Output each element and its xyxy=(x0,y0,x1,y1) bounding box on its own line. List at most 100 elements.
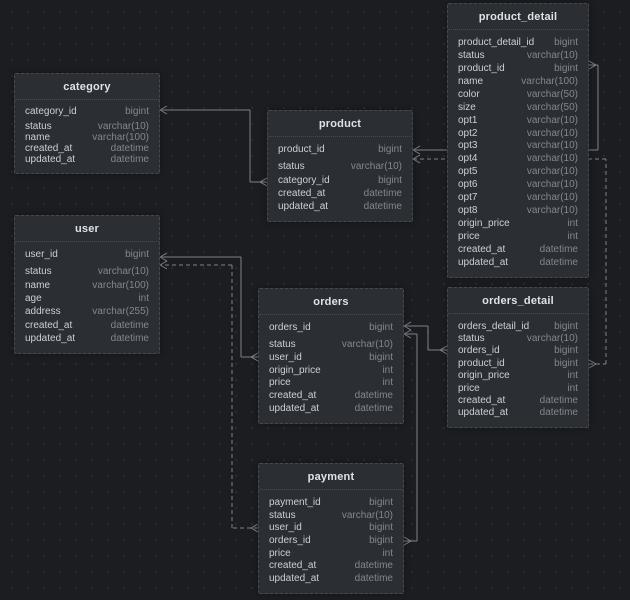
field-type: varchar(10) xyxy=(526,179,578,191)
field-type: int xyxy=(382,377,393,389)
table-header[interactable]: payment xyxy=(259,464,403,490)
field-type: datetime xyxy=(110,332,149,344)
field-type: int xyxy=(138,292,149,304)
field-name: opt4 xyxy=(458,153,478,165)
relationship-payment-user_id-to-user-user_id[interactable] xyxy=(159,260,259,533)
table-header[interactable]: category xyxy=(15,74,159,100)
field-name: user_id xyxy=(25,249,58,261)
relationship-product-category_id-to-category-category_id[interactable] xyxy=(159,105,268,187)
table-header[interactable]: orders_detail xyxy=(448,288,588,314)
field-name: opt8 xyxy=(458,205,478,217)
field-name: created_at xyxy=(278,187,326,199)
field-type: datetime xyxy=(354,403,393,415)
table-header[interactable]: product_detail xyxy=(448,4,588,30)
relationship-orders_detail-product_id-to-product-product_id[interactable] xyxy=(412,154,607,369)
field-type: varchar(10) xyxy=(526,192,578,204)
field-type: bigint xyxy=(369,496,393,508)
field-type: bigint xyxy=(554,320,578,332)
field-name: name xyxy=(25,279,51,291)
table-header[interactable]: product xyxy=(268,111,412,137)
field-type: datetime xyxy=(363,200,402,212)
table-header[interactable]: orders xyxy=(259,289,403,315)
relationship-orders-user_id-to-user-user_id[interactable] xyxy=(159,252,259,362)
field-name: status xyxy=(278,161,305,173)
relationship-orders_detail-orders_id-to-orders-orders_id[interactable] xyxy=(403,321,448,355)
field-type: int xyxy=(567,231,578,243)
field-type: datetime xyxy=(539,243,578,255)
field-type: varchar(10) xyxy=(526,153,578,165)
table-header[interactable]: user xyxy=(15,216,159,242)
field-name: product_id xyxy=(278,144,325,156)
field-row-opt4[interactable]: opt4 varchar(10) xyxy=(458,152,578,165)
field-type: int xyxy=(382,547,393,559)
relationship-payment-orders_id-to-orders-orders_id[interactable] xyxy=(403,329,418,546)
